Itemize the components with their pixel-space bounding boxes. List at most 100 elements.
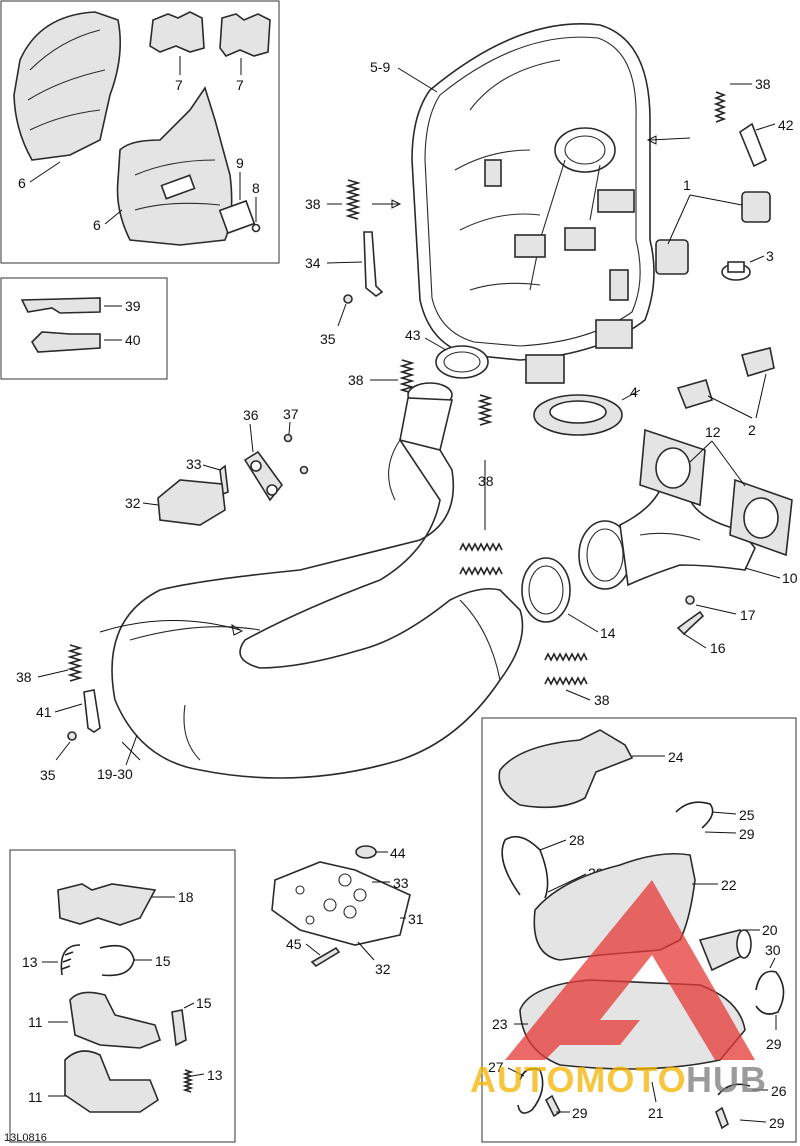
label-14: 14 <box>600 625 616 641</box>
label-6b: 6 <box>93 217 101 233</box>
secondary-shield-inset-box <box>9 849 236 1143</box>
outlet-20 <box>698 929 752 972</box>
nut-37a <box>283 433 293 443</box>
clamp-28 <box>501 835 549 899</box>
insulation-39 <box>20 297 101 314</box>
label-29-e: 29 <box>769 1115 785 1131</box>
label-38-e: 38 <box>16 669 32 685</box>
label-35-top: 35 <box>320 331 336 347</box>
shield-11-top <box>69 991 161 1049</box>
spring-38-h <box>544 652 588 662</box>
label-20: 20 <box>762 922 778 938</box>
label-38-d: 38 <box>478 473 494 489</box>
spring-38-e <box>67 644 83 682</box>
label-7a: 7 <box>175 77 183 93</box>
screw-16 <box>676 610 705 636</box>
label-38-top: 38 <box>755 76 771 92</box>
gasket-12a <box>639 428 706 507</box>
label-29-a: 29 <box>739 826 755 842</box>
damper-2b <box>741 347 775 378</box>
label-43: 43 <box>405 327 421 343</box>
spring-38-d <box>477 394 493 426</box>
label-42: 42 <box>778 117 794 133</box>
label-6a: 6 <box>18 175 26 191</box>
damper-1a <box>741 191 771 223</box>
label-15-bottom: 15 <box>196 995 212 1011</box>
insulation-40 <box>30 331 101 353</box>
label-32a: 32 <box>125 495 141 511</box>
pad-32 <box>157 479 226 526</box>
label-25: 25 <box>739 807 755 823</box>
rivet-8 <box>251 223 261 233</box>
label-33b: 33 <box>393 875 409 891</box>
muffler <box>411 23 655 384</box>
heat-shield-lower <box>116 86 233 246</box>
clamp-30 <box>755 970 785 1015</box>
diagram-code: 13L0816 <box>4 1132 47 1144</box>
label-40: 40 <box>125 332 141 348</box>
label-34: 34 <box>305 255 321 271</box>
support-bracket-31 <box>271 861 411 946</box>
label-37: 37 <box>283 406 299 422</box>
label-45: 45 <box>286 936 302 952</box>
damper-1b <box>655 239 689 275</box>
label-27: 27 <box>488 1059 504 1075</box>
clamp-25 <box>675 801 714 829</box>
damper-2a <box>676 379 713 409</box>
clamp-26 <box>717 1083 751 1096</box>
ring-43 <box>435 345 489 379</box>
clamp-13-top <box>60 944 81 976</box>
clip-29-e <box>715 1106 729 1130</box>
label-38-b: 38 <box>305 196 321 212</box>
label-35-bottom: 35 <box>40 767 56 783</box>
label-1: 1 <box>683 177 691 193</box>
label-13-bottom: 13 <box>207 1067 223 1083</box>
spring-38-c <box>399 359 415 394</box>
label-11-bottom: 11 <box>28 1089 43 1105</box>
spring-38-top <box>713 91 727 123</box>
label-2: 2 <box>748 422 756 438</box>
label-23: 23 <box>492 1016 508 1032</box>
label-12: 12 <box>705 424 721 440</box>
label-8: 8 <box>252 180 260 196</box>
label-44: 44 <box>390 845 406 861</box>
label-28: 28 <box>569 832 585 848</box>
automotohub-watermark: AUTOMOTO HUB <box>470 880 766 1100</box>
label-21: 21 <box>648 1105 664 1121</box>
nut-37b <box>299 465 309 475</box>
label-9: 9 <box>236 155 244 171</box>
shield-11-bottom <box>64 1050 159 1113</box>
watermark-logo <box>505 880 755 1060</box>
insulation-pad-7b <box>219 13 271 57</box>
label-38-f: 38 <box>594 692 610 708</box>
bolt-45 <box>310 946 341 968</box>
label-19-30: 19-30 <box>97 766 133 782</box>
exhaust-manifold <box>578 489 756 590</box>
label-24: 24 <box>668 749 684 765</box>
bolt-35-top <box>343 294 353 304</box>
label-32b: 32 <box>375 961 391 977</box>
gasket-12b <box>729 478 793 557</box>
label-3: 3 <box>766 248 774 264</box>
spring-38-b <box>345 179 361 220</box>
bracket-34 <box>363 231 384 297</box>
label-30: 30 <box>765 942 781 958</box>
label-11-top: 11 <box>28 1014 43 1030</box>
label-22: 22 <box>721 877 737 893</box>
label-33a: 33 <box>186 456 202 472</box>
label-13-top: 13 <box>22 954 38 970</box>
bolt-35-bottom <box>67 731 77 741</box>
label-10: 10 <box>782 570 798 586</box>
label-26: 26 <box>771 1083 787 1099</box>
label-4: 4 <box>630 384 638 400</box>
label-36: 36 <box>243 407 259 423</box>
plug-44 <box>355 845 377 859</box>
insulation-18 <box>57 883 157 926</box>
ring-14 <box>521 557 571 623</box>
spring-38-f <box>459 542 503 552</box>
grommet-3 <box>721 261 751 281</box>
heat-shield-upper <box>13 11 122 161</box>
label-38-c: 38 <box>348 372 364 388</box>
spring-38-i <box>544 676 588 686</box>
